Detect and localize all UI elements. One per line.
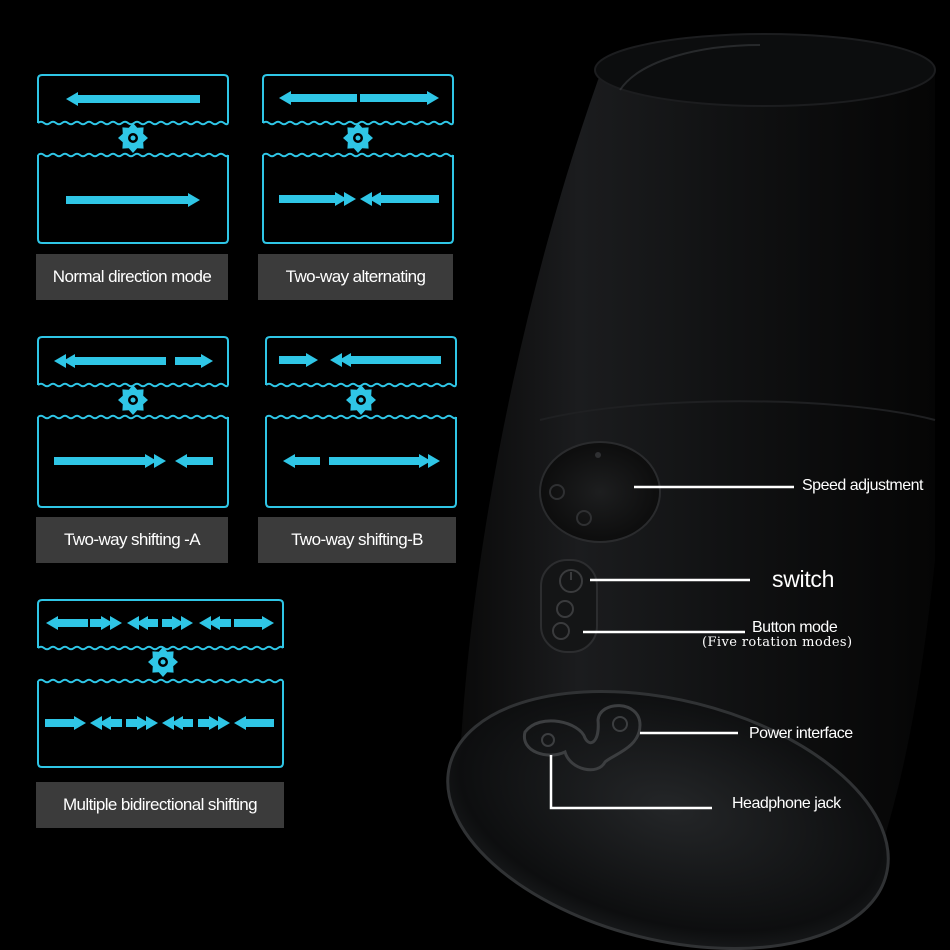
mode-normal-bottom-panel — [37, 152, 229, 244]
arrow-icon — [46, 616, 88, 630]
device-top-rim — [594, 33, 936, 107]
mode-button[interactable] — [552, 600, 574, 640]
base-port-outline — [522, 704, 642, 772]
button-pill — [540, 559, 598, 653]
arrow-icon — [126, 716, 158, 730]
arrow-icon — [330, 353, 441, 367]
mode-multiple-top-panel — [37, 599, 284, 651]
arrow-icon — [162, 616, 193, 630]
gear-icon — [118, 123, 148, 153]
mode-shifting-a-top-panel — [37, 336, 229, 388]
mode-normal-top-panel — [37, 74, 229, 126]
mode-alternating-bottom-panel — [262, 152, 454, 244]
mode-alternating-top-panel — [262, 74, 454, 126]
button-mode-sublabel: (Five rotation modes) — [702, 635, 853, 650]
switch-label: switch — [772, 566, 835, 592]
arrow-icon — [175, 454, 213, 468]
gear-icon — [148, 647, 178, 677]
headphone-port[interactable] — [541, 733, 555, 747]
gear-icon — [118, 385, 148, 415]
device — [446, 33, 936, 950]
arrow-icon — [360, 91, 439, 105]
arrow-icon — [279, 91, 357, 105]
arrow-icon — [162, 716, 193, 730]
mode-shifting-b-top-panel — [265, 336, 457, 388]
speed-dial[interactable] — [539, 441, 661, 543]
mode-label-shifting-a: Two-way shifting -A — [36, 517, 228, 563]
arrow-icon — [279, 353, 318, 367]
mode-label-two-way-alternating: Two-way alternating — [258, 254, 453, 300]
callout-lines — [549, 485, 794, 810]
arrow-icon — [283, 454, 320, 468]
speed-adjustment-label: Speed adjustment — [802, 477, 923, 494]
arrow-icon — [54, 454, 166, 468]
arrow-icon — [127, 616, 158, 630]
button-mode-label: Button mode — [752, 619, 838, 636]
arrow-icon — [54, 354, 166, 368]
mode-shifting-b-bottom-panel — [265, 414, 457, 508]
headphone-jack-label: Headphone jack — [732, 795, 841, 812]
mode-diagrams — [37, 74, 457, 768]
arrow-icon — [234, 716, 274, 730]
arrow-icon — [198, 716, 230, 730]
mode-label-multiple-bidirectional: Multiple bidirectional shifting — [36, 782, 284, 828]
arrow-icon — [66, 92, 200, 106]
arrow-icon — [199, 616, 231, 630]
power-port[interactable] — [612, 716, 628, 732]
arrow-icon — [175, 354, 213, 368]
headphone-leader — [549, 755, 712, 810]
arrow-icon — [66, 193, 200, 207]
arrow-icon — [90, 716, 122, 730]
gear-icon — [346, 385, 376, 415]
mode-label-normal: Normal direction mode — [36, 254, 228, 300]
mode-multiple-bottom-panel — [37, 678, 284, 768]
gear-icon — [343, 123, 373, 153]
arrow-icon — [329, 454, 440, 468]
arrow-icon — [234, 616, 274, 630]
device-body — [460, 38, 935, 881]
mode-shifting-a-bottom-panel — [37, 414, 229, 508]
power-switch-button[interactable] — [559, 569, 583, 593]
power-interface-label: Power interface — [749, 725, 853, 742]
arrow-icon — [279, 192, 356, 206]
arrow-icon — [90, 616, 122, 630]
arrow-icon — [360, 192, 439, 206]
mode-label-shifting-b: Two-way shifting-B — [258, 517, 456, 563]
arrow-icon — [45, 716, 86, 730]
